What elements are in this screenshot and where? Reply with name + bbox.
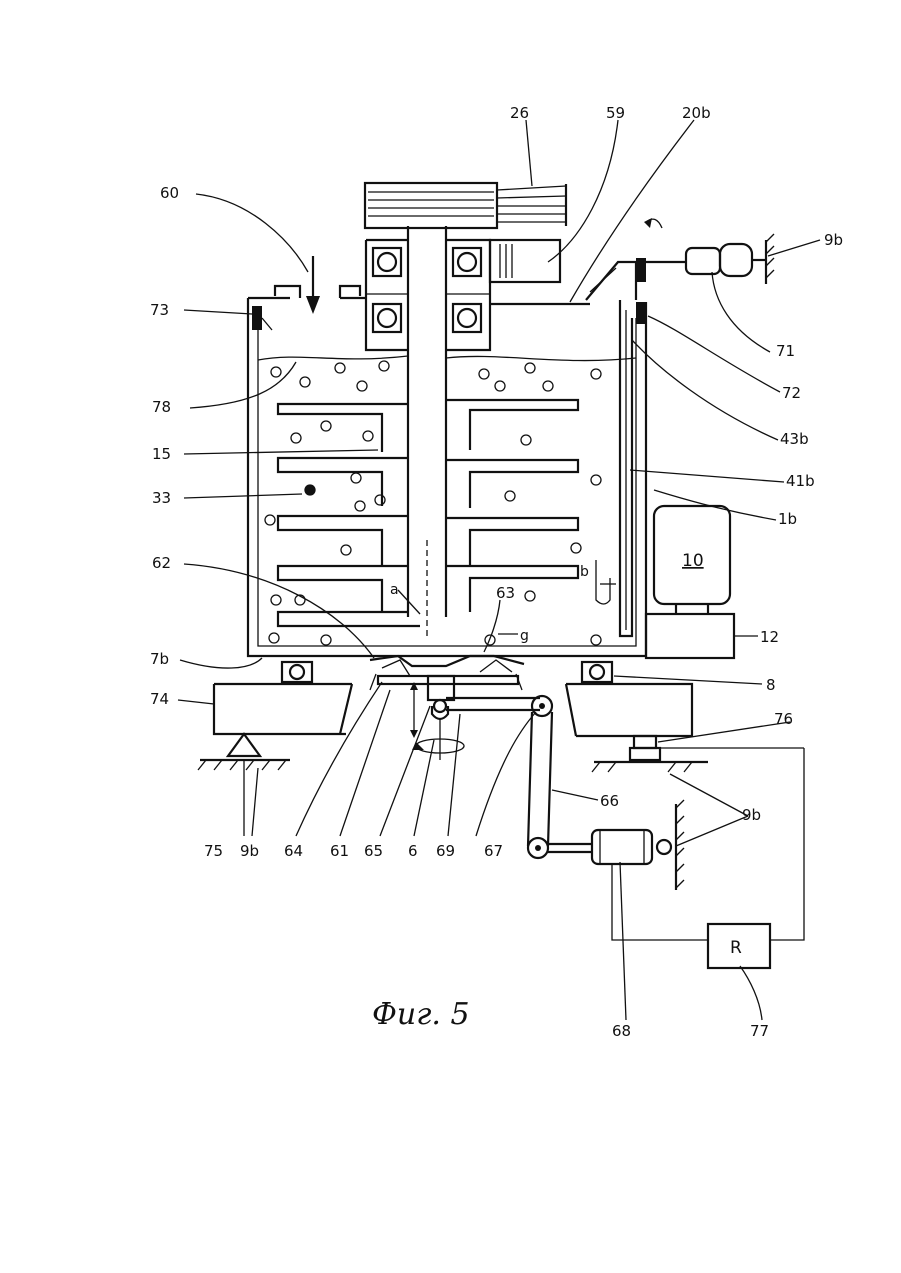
cylinder-71 [686, 234, 774, 284]
label-9b-right: 9b [742, 806, 761, 824]
label-69: 69 [436, 842, 455, 860]
rotor-arms-left [278, 404, 420, 626]
label-64: 64 [284, 842, 303, 860]
gap-b: b [580, 564, 589, 580]
cylinder-68 [592, 800, 684, 890]
label-77: 77 [750, 1022, 769, 1040]
load-cell-76 [592, 736, 804, 772]
rotor-arms-right [446, 400, 578, 612]
label-67: 67 [484, 842, 503, 860]
leader-lines [178, 120, 820, 1020]
label-43b: 43b [780, 430, 809, 448]
label-71: 71 [776, 342, 795, 360]
separator-41b [596, 300, 632, 636]
label-68: 68 [612, 1022, 631, 1040]
drive-pulley [365, 183, 497, 228]
label-9b-left: 9b [240, 842, 259, 860]
figure-caption: Фиг. 5 [372, 997, 470, 1032]
tilt-mechanism [586, 218, 686, 324]
label-75: 75 [204, 842, 223, 860]
label-20b: 20b [682, 104, 711, 122]
label-41b: 41b [786, 472, 815, 490]
controller-label: R [730, 938, 742, 958]
label-6: 6 [408, 842, 418, 860]
label-9b-top: 9b [824, 231, 843, 249]
label-60: 60 [160, 184, 179, 202]
label-74: 74 [150, 690, 169, 708]
inlet-60 [275, 256, 360, 314]
label-1b: 1b [778, 510, 797, 528]
bearing-7b [282, 662, 312, 682]
label-72: 72 [782, 384, 801, 402]
label-8: 8 [766, 676, 776, 694]
gap-g: g [520, 628, 529, 644]
motor-label: 10 [682, 551, 704, 571]
label-26: 26 [510, 104, 529, 122]
bearing-housing [366, 240, 490, 350]
drive-belt [497, 184, 566, 226]
label-59: 59 [606, 104, 625, 122]
label-63: 63 [496, 584, 515, 602]
label-65: 65 [364, 842, 383, 860]
motor-10: 10 [646, 506, 734, 658]
label-7b: 7b [150, 650, 169, 668]
label-33: 33 [152, 489, 171, 507]
bottom-valve [370, 656, 540, 760]
central-shaft [408, 226, 446, 640]
gap-a: a [390, 582, 399, 598]
label-62: 62 [152, 554, 171, 572]
label-76: 76 [774, 710, 793, 728]
label-15: 15 [152, 445, 171, 463]
label-61: 61 [330, 842, 349, 860]
controller-R: R [612, 748, 804, 968]
label-73: 73 [150, 301, 169, 319]
label-12: 12 [760, 628, 779, 646]
label-66: 66 [600, 792, 619, 810]
bearing-8 [582, 662, 612, 682]
seal-73 [252, 306, 272, 330]
label-78: 78 [152, 398, 171, 416]
linkage-66 [528, 696, 592, 858]
